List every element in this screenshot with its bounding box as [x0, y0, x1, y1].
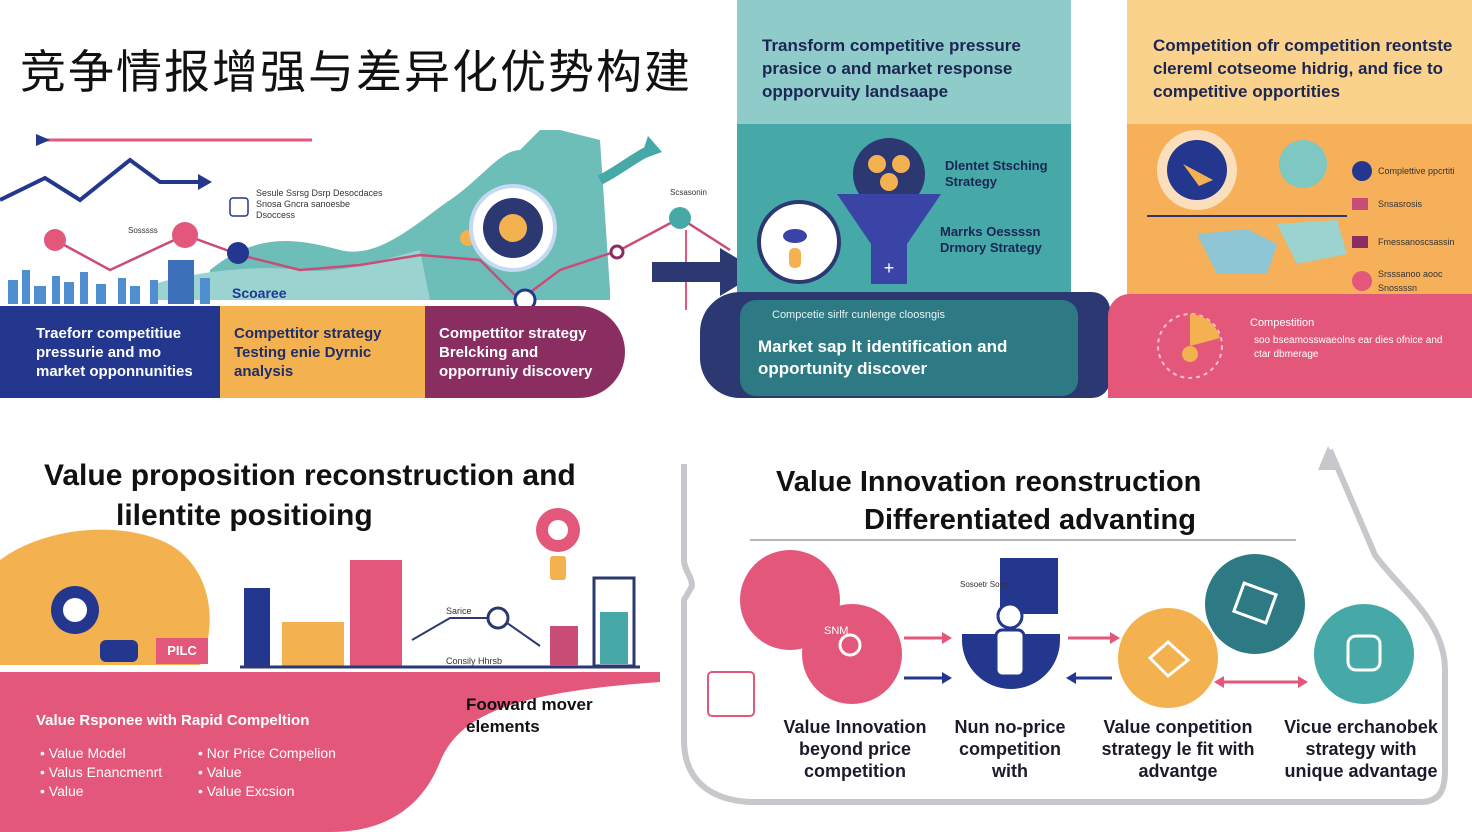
innovation-steps	[707, 550, 1414, 717]
innovation-frame	[681, 446, 1448, 805]
chart-label-2: Consily Hhrsb	[446, 656, 503, 666]
orange-list-item: Fmessanoscsassin	[1352, 232, 1470, 252]
pink-circle-label: SNM	[824, 625, 849, 637]
value-left-title-1: Value proposition reconstruction and	[44, 459, 576, 492]
svg-text:+: +	[884, 258, 895, 278]
note-3: Scsasonin	[670, 188, 707, 197]
flag-icon	[1352, 236, 1368, 248]
list-item: • Valus Enancmenrt	[40, 764, 163, 780]
band-strategy-tracking: Compettitor strategy Brelcking and oppor…	[425, 306, 625, 398]
pilc-badge: PILC	[156, 638, 208, 664]
band-pressure: Traeforr competitiue pressurie and mo ma…	[0, 306, 220, 398]
band-strategy-testing: Compettitor strategy Testing enie Dyrnic…	[220, 306, 425, 398]
value-list-left: • Value Model • Valus Enancmenrt • Value	[40, 744, 162, 801]
dot-icon	[1352, 271, 1372, 291]
step-label-1: Value Innovation beyond price competitio…	[783, 717, 927, 781]
value-right-title-2: Differentiated advanting	[864, 504, 1196, 536]
step-label-3: Value conpetition strategy le fit with a…	[1101, 717, 1255, 781]
list-item: • Value Model	[40, 745, 126, 761]
chart-label-1: Sarice	[446, 606, 472, 616]
market-gap-text: Market sap lt identification and opportu…	[758, 337, 1008, 378]
orange-list-item: Snsasrosis	[1352, 194, 1470, 214]
funnel-illustration: +	[757, 138, 941, 284]
value-list-right: • Nor Price Compelion • Value • Value Ex…	[198, 744, 336, 801]
step-label-4: Vicue erchanobek strategy with unique ad…	[1284, 717, 1438, 781]
orange-list: Complettive ppcrtiti Snsasrosis Fmessano…	[1352, 158, 1470, 294]
orange-list-item: Complettive ppcrtiti	[1352, 158, 1470, 184]
teal-panel-top	[737, 0, 1071, 124]
growth-illustration	[0, 130, 740, 310]
orange-heading: Competition ofr competition reontste cle…	[1153, 36, 1453, 101]
value-left-title-2: lilentite positioing	[116, 499, 373, 532]
page-title: 竞争情报增强与差异化优势构建	[20, 45, 692, 99]
teal-item-2: Marrks Oessssn Drmory Strategy	[940, 224, 1042, 255]
orange-illustration	[1147, 130, 1347, 274]
value-illustration	[0, 508, 640, 669]
orange-panel-top	[1127, 0, 1472, 124]
rapid-competition-heading: Value Rsponee with Rapid Compeltion	[36, 712, 310, 729]
teal-item-1: Dlentet Stsching Strategy	[945, 158, 1048, 189]
dot-icon	[1352, 161, 1372, 181]
competition-title: Compestition	[1250, 317, 1315, 329]
value-right-title-1: Value Innovation reonstruction	[776, 466, 1202, 498]
list-item: • Value	[198, 764, 242, 780]
chart-label: Scoaree	[232, 285, 287, 301]
market-gap-box	[740, 300, 1078, 396]
list-item: • Value Excsion	[198, 783, 295, 799]
navy-caption: Sosoetr Sooo	[960, 580, 1009, 589]
rapid-competition-panel	[0, 672, 660, 832]
pie-dial-icon	[1157, 313, 1223, 379]
competition-panel	[1108, 294, 1472, 398]
forward-mover: Fooward mover elements	[466, 695, 593, 736]
teal-heading: Transform competitive pressure prasice o…	[762, 36, 1021, 101]
note-2: Sosssss	[128, 226, 158, 235]
competition-body: soo bseamosswaeolns ear dies ofnice and …	[1254, 335, 1443, 360]
orange-list-item: Srsssanoo aooc Snossssn	[1352, 268, 1470, 294]
step-label-2: Nun no-price competition with	[954, 717, 1066, 781]
list-item: • Nor Price Compelion	[198, 745, 336, 761]
note-1: Sesule Ssrsg Dsrp Desocdaces Snosa Gncra…	[256, 188, 383, 220]
teal-small-caption: Compcetie sirlfr cunlenge cloosngis	[772, 309, 946, 321]
flag-icon	[1352, 198, 1368, 210]
list-item: • Value	[40, 783, 84, 799]
